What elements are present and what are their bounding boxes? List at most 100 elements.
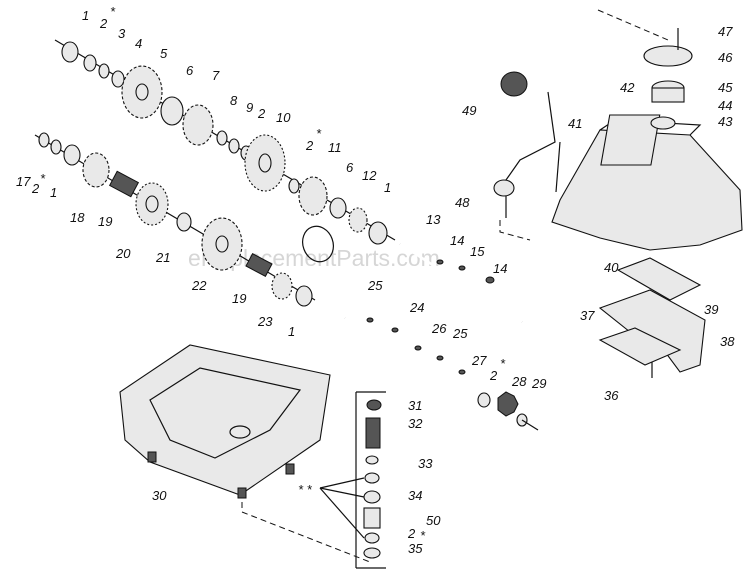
middle-gear-train — [34, 132, 334, 307]
label-37: 37 — [580, 308, 595, 323]
boss-43 — [600, 114, 661, 166]
star-2e: * — [500, 356, 506, 371]
label-22: 22 — [191, 278, 207, 293]
label-21: 21 — [155, 250, 170, 265]
bolt-41 — [555, 141, 561, 193]
brackets — [598, 257, 706, 378]
label-18: 18 — [70, 210, 85, 225]
label-34: 34 — [408, 488, 422, 503]
washer-2e — [477, 392, 491, 408]
label-25b: 25 — [452, 326, 468, 341]
label-5: 5 — [160, 46, 168, 61]
label-24: 24 — [409, 300, 424, 315]
label-20: 20 — [115, 246, 131, 261]
spring-19 — [108, 170, 140, 198]
label-40: 40 — [604, 260, 619, 275]
star-2c: * — [316, 126, 322, 141]
label-46: 46 — [718, 50, 733, 65]
label-45: 45 — [718, 80, 733, 95]
worm-32 — [365, 417, 381, 449]
label-2d: 2 — [31, 181, 40, 196]
collar-6b — [329, 197, 347, 219]
bushing-50 — [363, 507, 381, 529]
stars-34: * * — [298, 482, 313, 497]
washer-2d — [50, 139, 62, 155]
label-17: 17 — [16, 174, 31, 189]
label-19a: 19 — [98, 214, 112, 229]
label-15: 15 — [470, 244, 485, 259]
cover-assembly — [551, 9, 743, 251]
label-2e: 2 — [489, 368, 498, 383]
label-2c: 2 — [305, 138, 314, 153]
part-labels: 1 2 * 3 4 5 6 7 8 9 2 10 2 * 11 6 12 1 1… — [16, 4, 735, 556]
upper-gear-train — [54, 39, 396, 245]
bearing-44 — [650, 116, 676, 130]
washer-8 — [216, 130, 228, 146]
label-25a: 25 — [367, 278, 383, 293]
washer-4 — [111, 70, 125, 88]
washer-2c — [288, 178, 300, 194]
label-32: 32 — [408, 416, 423, 431]
knob-49 — [500, 71, 528, 97]
label-23: 23 — [257, 314, 273, 329]
label-9: 9 — [246, 100, 253, 115]
label-3: 3 — [118, 26, 126, 41]
star-2d: * — [40, 171, 46, 186]
label-6a: 6 — [186, 63, 194, 78]
bushing-1c — [63, 144, 81, 166]
label-12: 12 — [362, 168, 377, 183]
label-31: 31 — [408, 398, 422, 413]
bracket-39 — [616, 257, 702, 301]
label-4: 4 — [135, 36, 142, 51]
label-11: 11 — [328, 140, 342, 155]
label-1d: 1 — [288, 324, 295, 339]
label-13: 13 — [426, 212, 441, 227]
star-2a: * — [110, 4, 116, 19]
label-35: 35 — [408, 541, 423, 556]
plate-46 — [643, 45, 693, 67]
label-43: 43 — [718, 114, 733, 129]
gear-7 — [182, 104, 214, 146]
plate-37 — [598, 327, 682, 366]
bearing-34 — [363, 490, 381, 504]
label-2b: 2 — [257, 106, 266, 121]
housing-30 — [119, 344, 331, 496]
label-33: 33 — [418, 456, 433, 471]
label-2f: 2 — [407, 526, 416, 541]
label-50: 50 — [426, 513, 441, 528]
label-42: 42 — [620, 80, 635, 95]
spring-19b — [245, 252, 273, 278]
collar-6 — [160, 96, 184, 126]
label-38: 38 — [720, 334, 735, 349]
label-27: 27 — [471, 353, 487, 368]
star-2f: * — [420, 528, 426, 543]
label-28: 28 — [511, 374, 527, 389]
label-8: 8 — [230, 93, 238, 108]
washer-35 — [363, 547, 381, 559]
washer-9 — [228, 138, 240, 154]
bushing-1 — [61, 41, 79, 63]
gear-12 — [348, 207, 368, 233]
label-26: 26 — [431, 321, 447, 336]
label-30: 30 — [152, 488, 167, 503]
label-14a: 14 — [450, 233, 464, 248]
label-2a: 2 — [99, 16, 108, 31]
label-49: 49 — [462, 103, 476, 118]
label-14b: 14 — [493, 261, 507, 276]
housing-assembly — [119, 344, 371, 563]
gear-18 — [82, 152, 110, 188]
label-47: 47 — [718, 24, 733, 39]
label-10: 10 — [276, 110, 291, 125]
label-36: 36 — [604, 388, 619, 403]
shift-lever — [493, 71, 556, 241]
label-1a: 1 — [82, 8, 89, 23]
bushing-1d — [295, 285, 313, 307]
label-7: 7 — [212, 68, 220, 83]
label-1c: 1 — [50, 185, 57, 200]
label-19b: 19 — [232, 291, 246, 306]
label-29: 29 — [531, 376, 546, 391]
o-ring — [302, 225, 334, 263]
label-44: 44 — [718, 98, 732, 113]
bushing-1b — [368, 221, 388, 245]
